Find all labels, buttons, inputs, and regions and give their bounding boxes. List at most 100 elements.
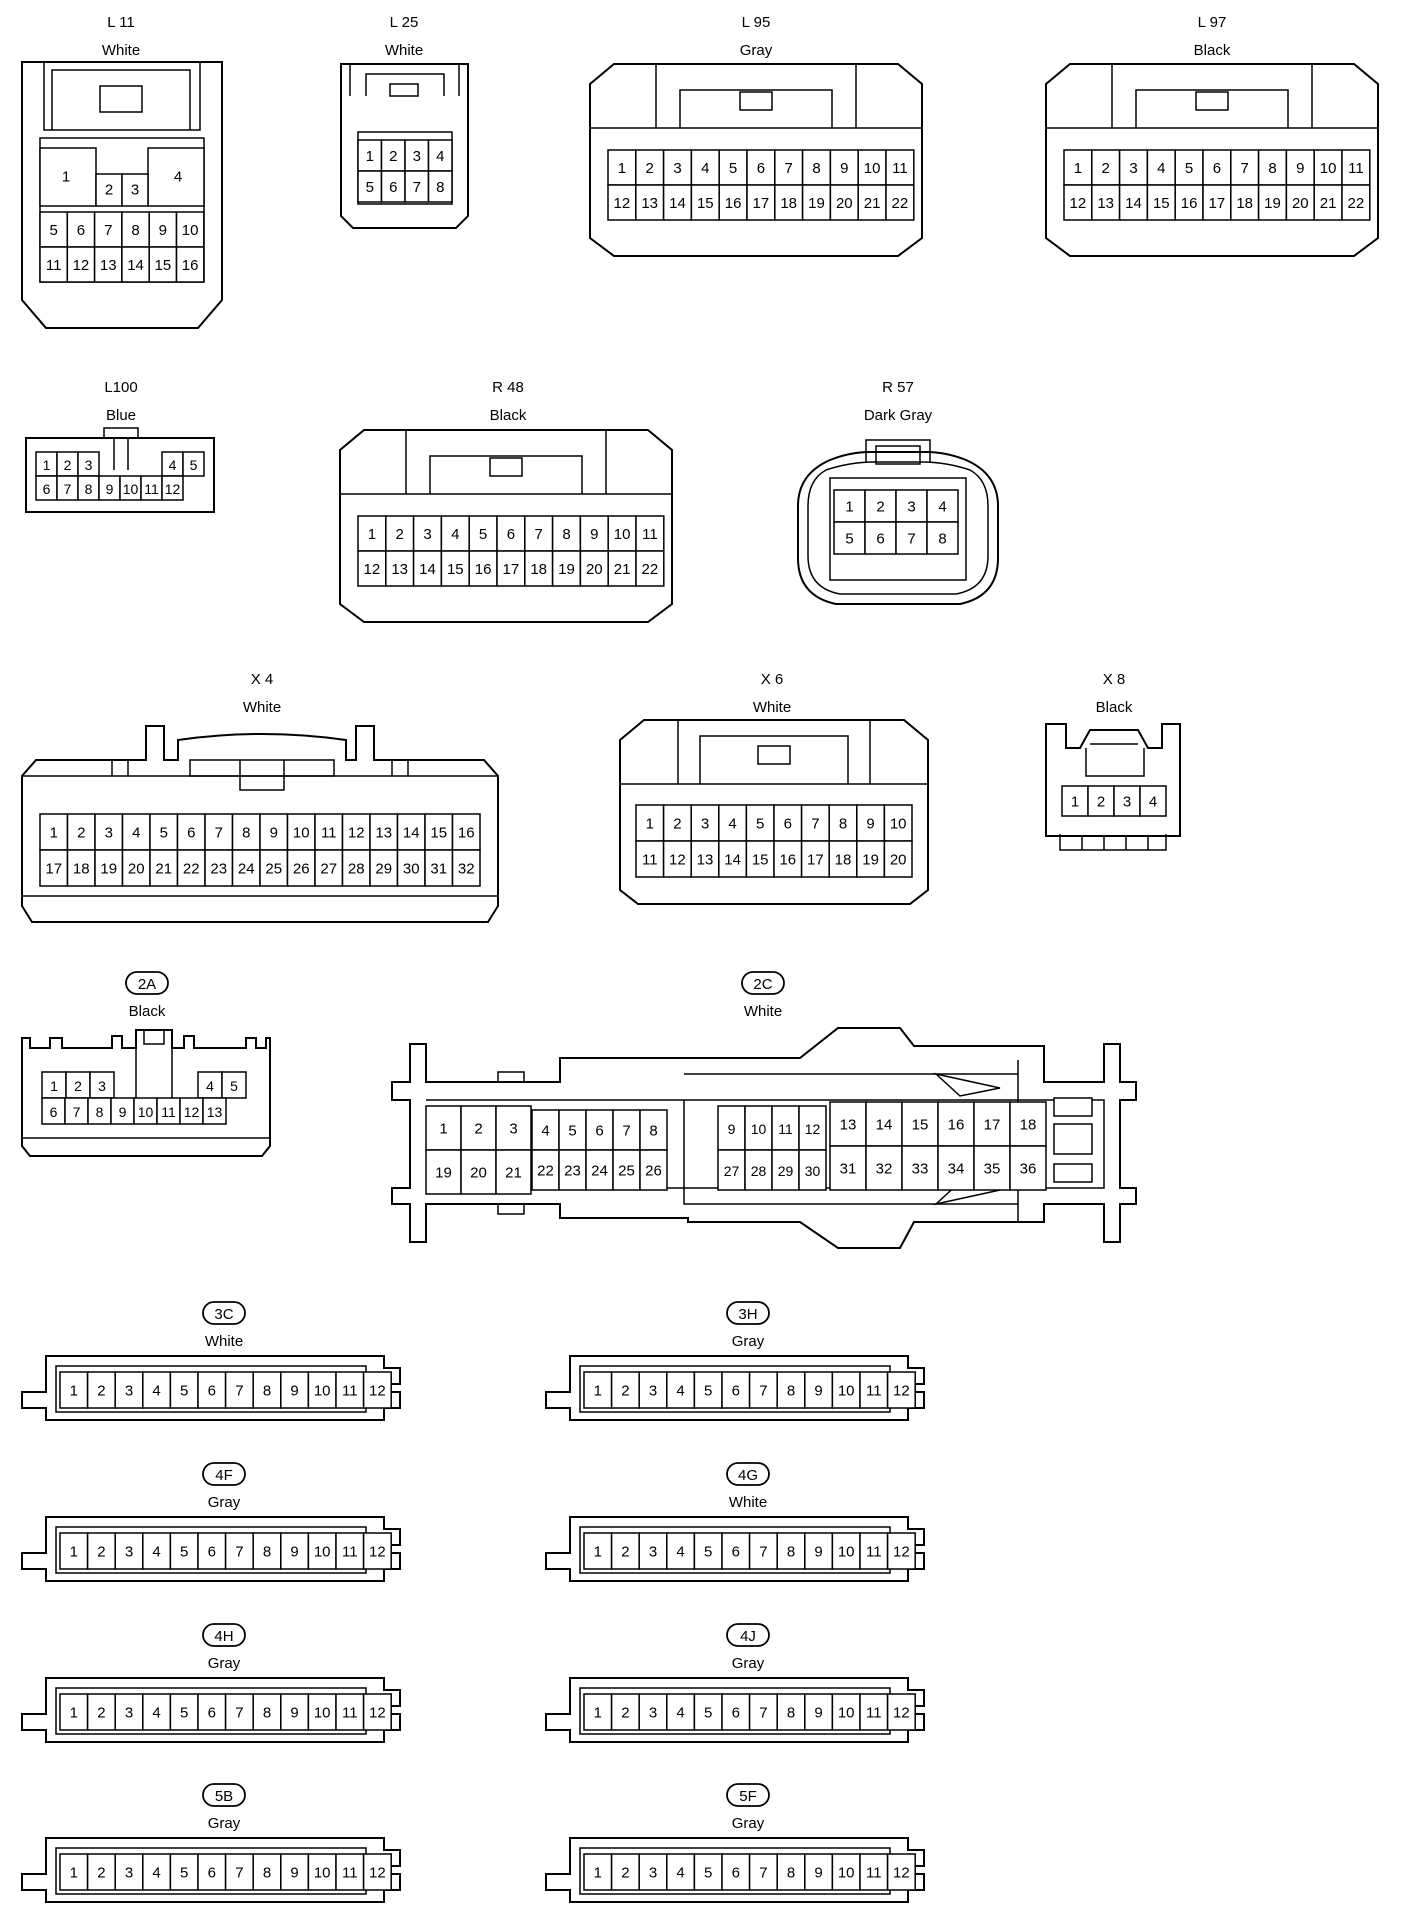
connector-code-badge [125, 971, 169, 995]
pin-cell [865, 1101, 903, 1147]
pin-cell [666, 1853, 696, 1891]
pin-cell [1341, 184, 1371, 221]
pin-number: 12 [614, 195, 631, 212]
pin-number: 19 [558, 561, 575, 578]
pin-number: 8 [96, 1104, 104, 1120]
pin-cell [59, 1532, 89, 1570]
pin-number: 1 [594, 1865, 602, 1882]
pin-cell [1285, 149, 1315, 186]
pin-number: 4 [1149, 794, 1157, 811]
pin-number: 31 [430, 861, 447, 878]
pin-number: 12 [369, 1544, 386, 1561]
pin-number: 25 [265, 861, 282, 878]
pin-cell [335, 1371, 365, 1409]
pin-number: 4 [436, 148, 444, 165]
pin-number: 6 [208, 1865, 216, 1882]
pin-number: 5 [568, 1123, 576, 1140]
pin-cell [182, 451, 205, 477]
connector-code-badge [726, 1301, 770, 1325]
connector-x6: X 6 White [619, 671, 929, 905]
pin-cell [93, 246, 123, 283]
connector-color: White [102, 42, 140, 59]
pin-number: 5 [49, 222, 57, 239]
pin-cell [607, 550, 637, 587]
pin-cell [693, 1853, 723, 1891]
pin-cell [1091, 149, 1121, 186]
connector-color: Gray [732, 1333, 765, 1350]
pin-number: 8 [812, 160, 820, 177]
pin-cell [1113, 785, 1141, 817]
pin-number: 29 [375, 861, 392, 878]
strip-connector-body [21, 1677, 401, 1743]
pin-cell [412, 515, 443, 552]
pin-number: 3 [649, 1544, 657, 1561]
pin-cell [231, 813, 261, 851]
pin-cell [424, 849, 454, 887]
pin-number: 2 [74, 1078, 82, 1094]
pin-cell [745, 840, 775, 878]
pin-number: 8 [436, 179, 444, 196]
pin-number: 17 [984, 1117, 1001, 1134]
pin-cell [579, 550, 609, 587]
pin-number: 6 [77, 222, 85, 239]
pin-cell [638, 1853, 668, 1891]
pin-cell [831, 1532, 861, 1570]
pin-number: 11 [46, 257, 62, 274]
pin-cell [197, 1532, 227, 1570]
pin-number: 3 [649, 1705, 657, 1722]
pin-number: 22 [1348, 195, 1365, 212]
pin-number: 2 [64, 457, 72, 473]
pin-number: 7 [104, 222, 112, 239]
pin-number: 8 [85, 481, 93, 497]
pin-cell [280, 1853, 310, 1891]
connector-color: Gray [732, 1815, 765, 1832]
pin-cell [307, 1853, 337, 1891]
pin-number: 11 [1348, 160, 1364, 177]
pin-number: 8 [242, 825, 250, 842]
pin-cell [396, 849, 426, 887]
pin-number: 2 [1097, 794, 1105, 811]
pin-cell [1061, 785, 1089, 817]
pin-cell [252, 1853, 282, 1891]
pin-number: 13 [1097, 195, 1114, 212]
pin-number: 18 [530, 561, 547, 578]
pin-number: 1 [845, 499, 853, 516]
pin-cell [801, 184, 832, 221]
pin-number: 23 [210, 861, 227, 878]
pin-number: 3 [1129, 160, 1137, 177]
pin-cell [829, 1145, 867, 1191]
pin-number: 11 [866, 1383, 882, 1400]
pin-cell [114, 1693, 144, 1731]
pin-number: 6 [732, 1705, 740, 1722]
pin-cell [901, 1101, 939, 1147]
pin-cell [1202, 149, 1232, 186]
pin-number: 5 [180, 1544, 188, 1561]
pin-cell [451, 813, 481, 851]
pin-cell [93, 211, 123, 248]
pin-cell [859, 1693, 889, 1731]
pin-cell [495, 1105, 532, 1151]
pin-cell [1063, 149, 1093, 186]
pin-number: 11 [342, 1705, 358, 1722]
pin-cell [610, 1853, 640, 1891]
pin-number: 4 [938, 499, 946, 516]
pin-cell [585, 1149, 614, 1191]
pin-number: 1 [50, 1078, 58, 1094]
pin-number: 15 [697, 195, 714, 212]
pin-number: 1 [618, 160, 626, 177]
connector-code: 3C [214, 1306, 233, 1323]
pin-cell [224, 1371, 254, 1409]
pin-number: 1 [1071, 794, 1079, 811]
pin-number: 9 [814, 1544, 822, 1561]
pin-number: 9 [590, 526, 598, 543]
pin-number: 5 [366, 179, 374, 196]
pin-number: 20 [1292, 195, 1309, 212]
pin-cell [224, 1853, 254, 1891]
pin-number: 2 [621, 1383, 629, 1400]
pin-number: 3 [423, 526, 431, 543]
pin-cell [1118, 184, 1149, 221]
pin-number: 7 [235, 1705, 243, 1722]
pin-cell [721, 1853, 751, 1891]
pin-number: 15 [447, 561, 464, 578]
connector-l100: L100 Blue [25, 379, 215, 513]
